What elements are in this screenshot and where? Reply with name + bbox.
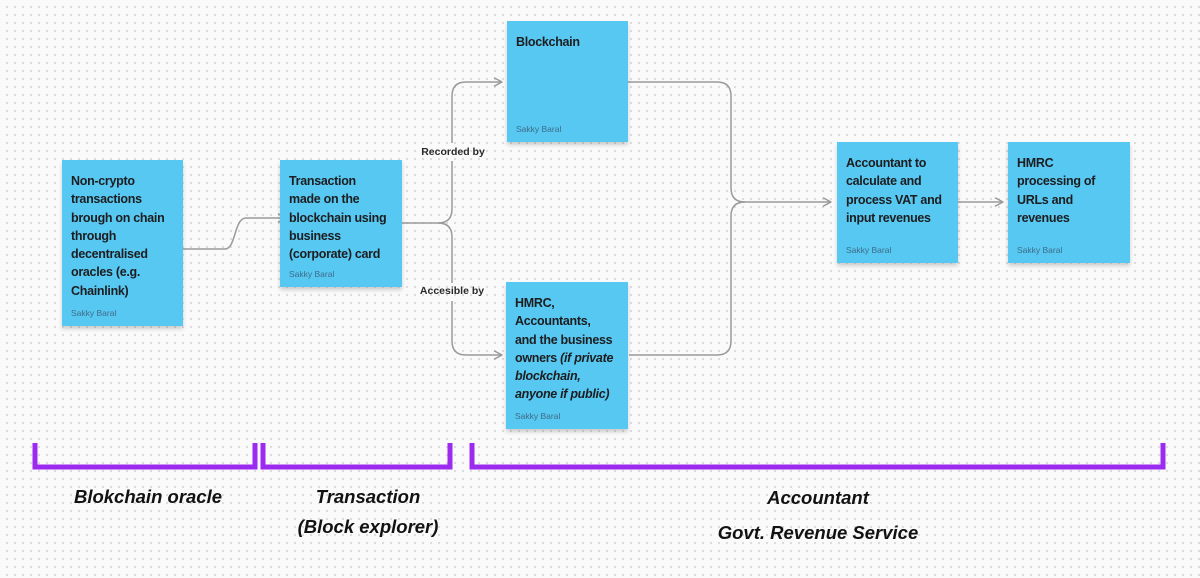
sticky-note-text: Transaction made on the blockchain using… (289, 174, 387, 262)
bracket-label-line: (Block explorer) (297, 516, 439, 537)
sticky-note-text: Blockchain (516, 35, 580, 49)
edge-label-recorded-by[interactable]: Recorded by (421, 146, 485, 158)
sticky-note-author: Sakky Baral (71, 308, 117, 318)
sticky-note-author: Sakky Baral (846, 245, 892, 255)
bracket-label-line: Transaction (315, 486, 421, 507)
connector-oracle-to-transaction[interactable] (183, 213, 287, 250)
connector-accessible-by-arrow[interactable] (451, 301, 503, 360)
sticky-note-author: Sakky Baral (1017, 245, 1063, 255)
sticky-note-author: Sakky Baral (289, 269, 335, 279)
sticky-note-text: HMRC processing of URLs and revenues (1017, 156, 1096, 225)
sticky-note-text: Non-crypto transactions brough on chain … (71, 174, 165, 298)
sticky-note-accountant-vat[interactable]: Accountant to calculate and process VAT … (837, 142, 958, 263)
sticky-note-transaction-corporate-card[interactable]: Transaction made on the blockchain using… (280, 160, 402, 287)
bracket-label-blockchain-oracle[interactable]: Blokchain oracle (74, 482, 222, 512)
sticky-note-blockchain[interactable]: Blockchain Sakky Baral (507, 21, 628, 142)
connector-recorded-by-arrow[interactable] (451, 77, 503, 143)
sticky-note-hmrc-processing[interactable]: HMRC processing of URLs and revenues Sak… (1008, 142, 1130, 263)
sticky-note-hmrc-accountants-owners[interactable]: HMRC, Accountants, and the business owne… (506, 282, 628, 429)
bracket-label-line: Govt. Revenue Service (717, 522, 919, 543)
sticky-note-text: Accountant to calculate and process VAT … (846, 156, 942, 225)
connector-merge-bottom[interactable] (629, 201, 746, 356)
sticky-note-author: Sakky Baral (515, 411, 561, 421)
edge-label-accessible-by[interactable]: Accesible by (419, 285, 485, 297)
bracket-label-line: Blokchain oracle (73, 486, 223, 507)
sticky-note-author: Sakky Baral (516, 124, 562, 134)
sticky-note-text: HMRC, Accountants, and the business owne… (506, 282, 628, 404)
sticky-note-non-crypto-transactions[interactable]: Non-crypto transactions brough on chain … (62, 160, 183, 326)
sticky-note-text-normal: HMRC, Accountants, and the business owne… (515, 296, 613, 365)
connector-split-stem-up[interactable] (402, 161, 453, 224)
bracket-transaction[interactable] (260, 443, 453, 470)
connector-merge-top[interactable] (628, 81, 746, 203)
sticky-note-text-italic: (if private blockchain, anyone if public… (515, 350, 614, 402)
bracket-label-accountant-govt[interactable]: Accountant Govt. Revenue Service (718, 480, 919, 550)
connector-split-stem-down[interactable] (437, 222, 453, 283)
bracket-label-line: Accountant (767, 487, 869, 508)
bracket-accountant[interactable] (469, 443, 1166, 470)
bracket-label-transaction[interactable]: Transaction (Block explorer) (298, 482, 439, 542)
bracket-blockchain-oracle[interactable] (32, 443, 258, 470)
